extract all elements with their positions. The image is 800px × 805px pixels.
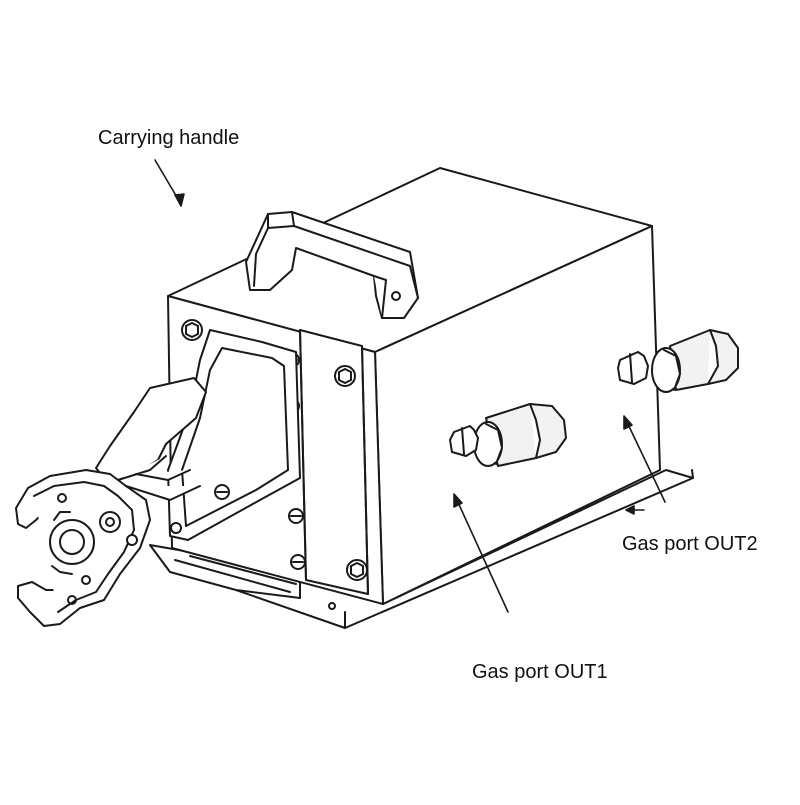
arrow-base-plate	[625, 505, 645, 515]
gas-port-out2-label: Gas port OUT2	[622, 533, 758, 555]
gas-port-out1-label: Gas port OUT1	[472, 661, 608, 683]
crimping-jaw	[15, 377, 207, 627]
gas-port-out2-fitting	[617, 329, 739, 393]
carrying-handle	[245, 211, 419, 319]
arrow-carrying-handle	[154, 159, 185, 207]
leader-arrows	[154, 159, 666, 613]
carrying-handle-label: Carrying handle	[98, 127, 240, 149]
front-mounting-strip	[299, 329, 369, 595]
arrow-gas-port-out1	[453, 493, 509, 613]
arrow-gas-port-out2	[623, 415, 666, 503]
front-cover-plate	[167, 329, 301, 541]
corner-screws	[181, 319, 368, 581]
gas-port-out1-fitting	[449, 403, 567, 467]
